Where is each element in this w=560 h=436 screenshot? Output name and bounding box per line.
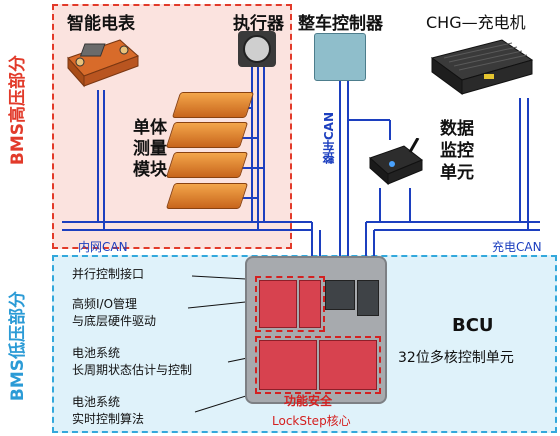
- vehicle-controller-image: [314, 33, 366, 81]
- cell-module-3: [165, 152, 249, 178]
- feature-io-management: 高频I/O管理 与底层硬件驱动: [72, 297, 157, 328]
- functional-safety-label: 功能安全: [284, 394, 333, 408]
- feature-realtime-control: 电池系统 实时控制算法: [72, 395, 145, 426]
- cell-module-1: [171, 92, 255, 118]
- cell-module-4: [165, 183, 249, 209]
- data-monitor-image: [366, 137, 424, 188]
- actuator-image: [238, 31, 276, 67]
- bcu-board-image: [245, 256, 387, 404]
- lockstep-label: LockStep核心: [272, 414, 351, 428]
- data-monitor-label: 数据 监控 单元: [440, 119, 474, 183]
- smart-meter-title: 智能电表: [67, 14, 135, 34]
- internal-can-label: 内网CAN: [78, 240, 128, 254]
- feature-parallel-interface: 并行控制接口: [72, 267, 145, 281]
- vehicle-can-label: 整车CAN: [322, 112, 336, 165]
- charge-can-label: 充电CAN: [492, 240, 542, 254]
- feature-state-estimation: 电池系统 长周期状态估计与控制: [72, 346, 193, 377]
- bcu-title: BCU: [452, 315, 494, 336]
- actuator-title: 执行器: [233, 14, 284, 34]
- smart-meter-image: [62, 30, 142, 90]
- charger-image: [424, 36, 536, 98]
- bcu-subtitle: 32位多核控制单元: [398, 350, 514, 366]
- charger-title: CHG—充电机: [426, 13, 526, 32]
- vehicle-controller-title: 整车控制器: [298, 14, 383, 34]
- cell-module-2: [165, 122, 249, 148]
- cell-module-label: 单体 测量 模块: [133, 118, 167, 180]
